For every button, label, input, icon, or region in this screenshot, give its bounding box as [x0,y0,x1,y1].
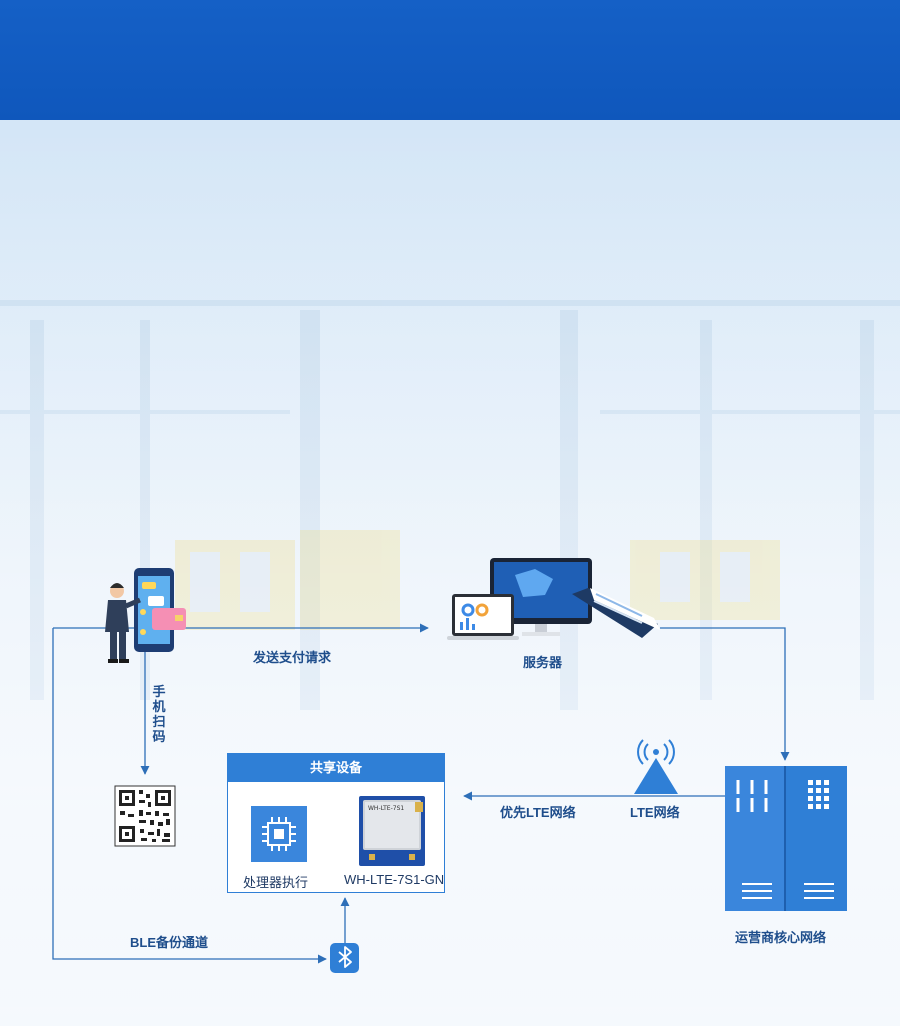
prefer-lte-label: 优先LTE网络 [500,805,576,820]
send-payment-request-label: 发送支付请求 [253,650,332,665]
top-banner [0,0,900,120]
carrier-core-label: 运营商核心网络 [735,930,827,945]
antenna-tower-icon [634,739,678,794]
module-model-label: WH-LTE-7S1-GN [344,872,445,887]
bluetooth-icon [330,943,359,973]
lte-module-icon: WH-LTE-7S1 [359,796,425,866]
server-cabinet-icon [725,766,847,911]
server-label: 服务器 [523,655,563,670]
shared-device-title: 共享设备 [228,754,444,782]
qr-code-icon [114,785,176,847]
phone-scan-label: 手机扫码 [152,684,166,744]
server-screens-icon [447,558,660,640]
chip-icon [251,806,307,862]
ble-backup-label: BLE备份通道 [130,935,209,950]
processor-label: 处理器执行 [243,875,309,890]
lte-network-label: LTE网络 [630,805,680,820]
shared-device-box: 共享设备 WH-LTE-7S1 处理器执行 WH-LTE-7S1-GN [227,753,445,893]
person-with-phone-icon [105,568,186,663]
arrow-server-to-core [660,627,790,761]
arrow-ble-backup [52,628,327,964]
